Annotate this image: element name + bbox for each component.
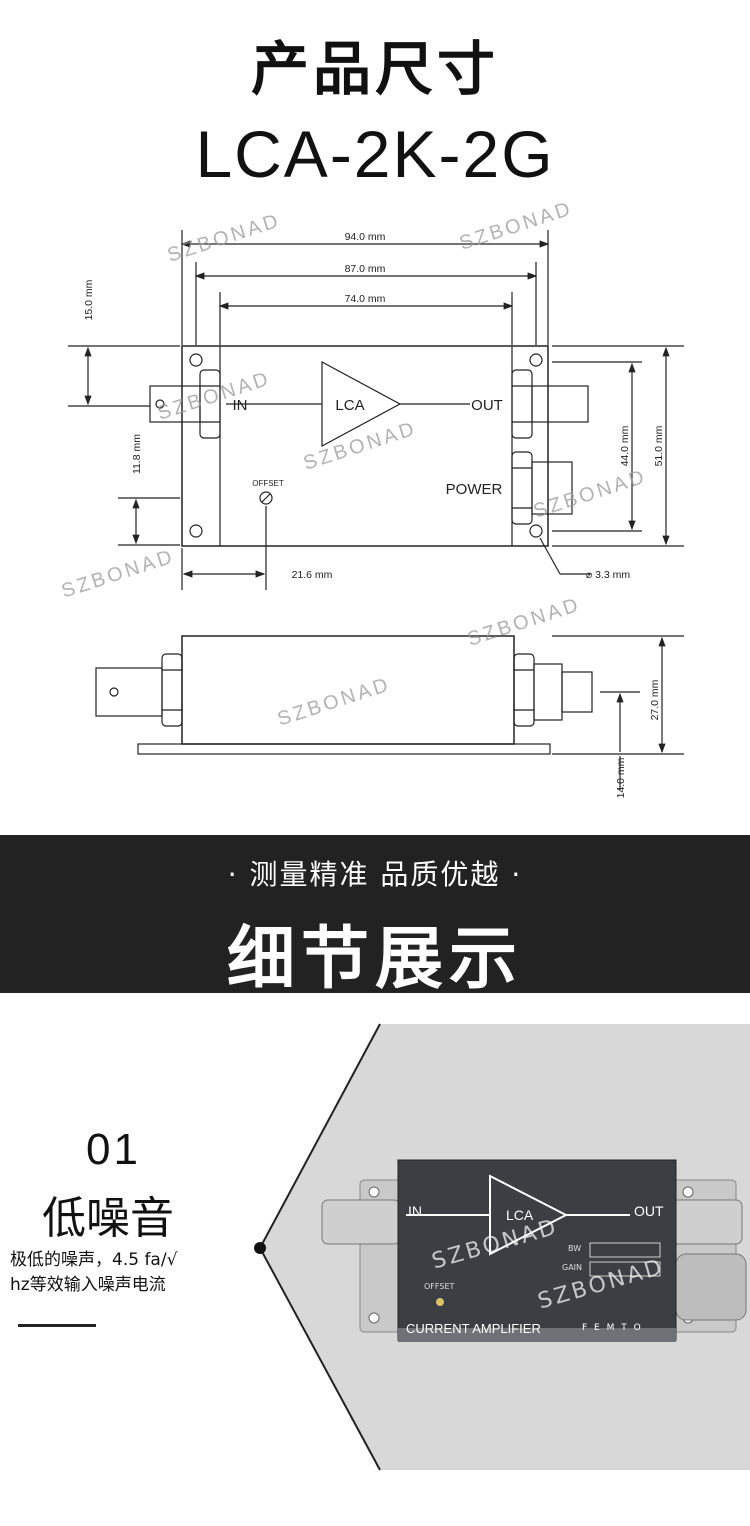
label-lca: LCA — [335, 397, 364, 414]
detail-graphic — [254, 1023, 750, 1471]
watermark: SZBONAD — [457, 197, 576, 254]
product-gain-label: GAIN — [562, 1263, 583, 1272]
product-brand: F E M T O — [582, 1323, 643, 1333]
product-caption: CURRENT AMPLIFIER — [406, 1321, 541, 1336]
product-offset-label: OFFSET — [424, 1282, 455, 1291]
feature-description-line1: 极低的噪声，4.5 fa/√ — [10, 1250, 178, 1270]
label-power: POWER — [446, 481, 503, 498]
section-banner: · 测量精准 品质优越 · 细节展示 — [0, 835, 750, 999]
dim-11-8: 11.8 mm — [131, 434, 143, 474]
model-name: LCA-2K-2G — [195, 117, 555, 191]
page-title: 产品尺寸 — [250, 35, 499, 103]
feature-title: 低噪音 — [42, 1193, 174, 1244]
dim-94: 94.0 mm — [345, 231, 386, 243]
product-bw-label: BW — [568, 1244, 582, 1253]
dimension-drawing: 94.0 mm 87.0 mm 74.0 mm 15.0 mm 11.8 mm … — [59, 197, 684, 798]
label-offset: OFFSET — [252, 479, 284, 488]
detail-section: IN LCA OUT BW GAIN OFFSET CURRENT AMPLIF… — [0, 1010, 750, 1526]
feature-number: 01 — [86, 1125, 141, 1174]
banner-subtitle: · 测量精准 品质优越 · — [227, 858, 523, 891]
watermark: SZBONAD — [275, 673, 394, 730]
dim-44: 44.0 mm — [619, 425, 631, 466]
dim-21-6: 21.6 mm — [292, 569, 333, 581]
product-in-label: IN — [408, 1203, 422, 1219]
banner-title: 细节展示 — [226, 920, 523, 999]
dim-3-3: ⌀ 3.3 mm — [586, 569, 630, 581]
divider — [18, 1324, 96, 1327]
dim-15: 15.0 mm — [83, 279, 95, 320]
dim-87: 87.0 mm — [345, 263, 386, 275]
watermark: SZBONAD — [155, 367, 274, 424]
dim-14: 14.0 mm — [615, 757, 627, 798]
dim-27: 27.0 mm — [649, 679, 661, 720]
watermark: SZBONAD — [465, 593, 584, 650]
label-out: OUT — [471, 397, 503, 414]
watermark: SZBONAD — [59, 545, 178, 602]
label-in: IN — [233, 397, 248, 414]
product-out-label: OUT — [634, 1203, 664, 1219]
dim-74: 74.0 mm — [345, 293, 386, 305]
feature-description: 极低的噪声，4.5 fa/√ hz等效输入噪声电流 — [10, 1248, 250, 1298]
dim-51: 51.0 mm — [653, 425, 665, 466]
feature-description-line2: hz等效输入噪声电流 — [10, 1275, 166, 1295]
product-lca-label: LCA — [506, 1207, 534, 1223]
